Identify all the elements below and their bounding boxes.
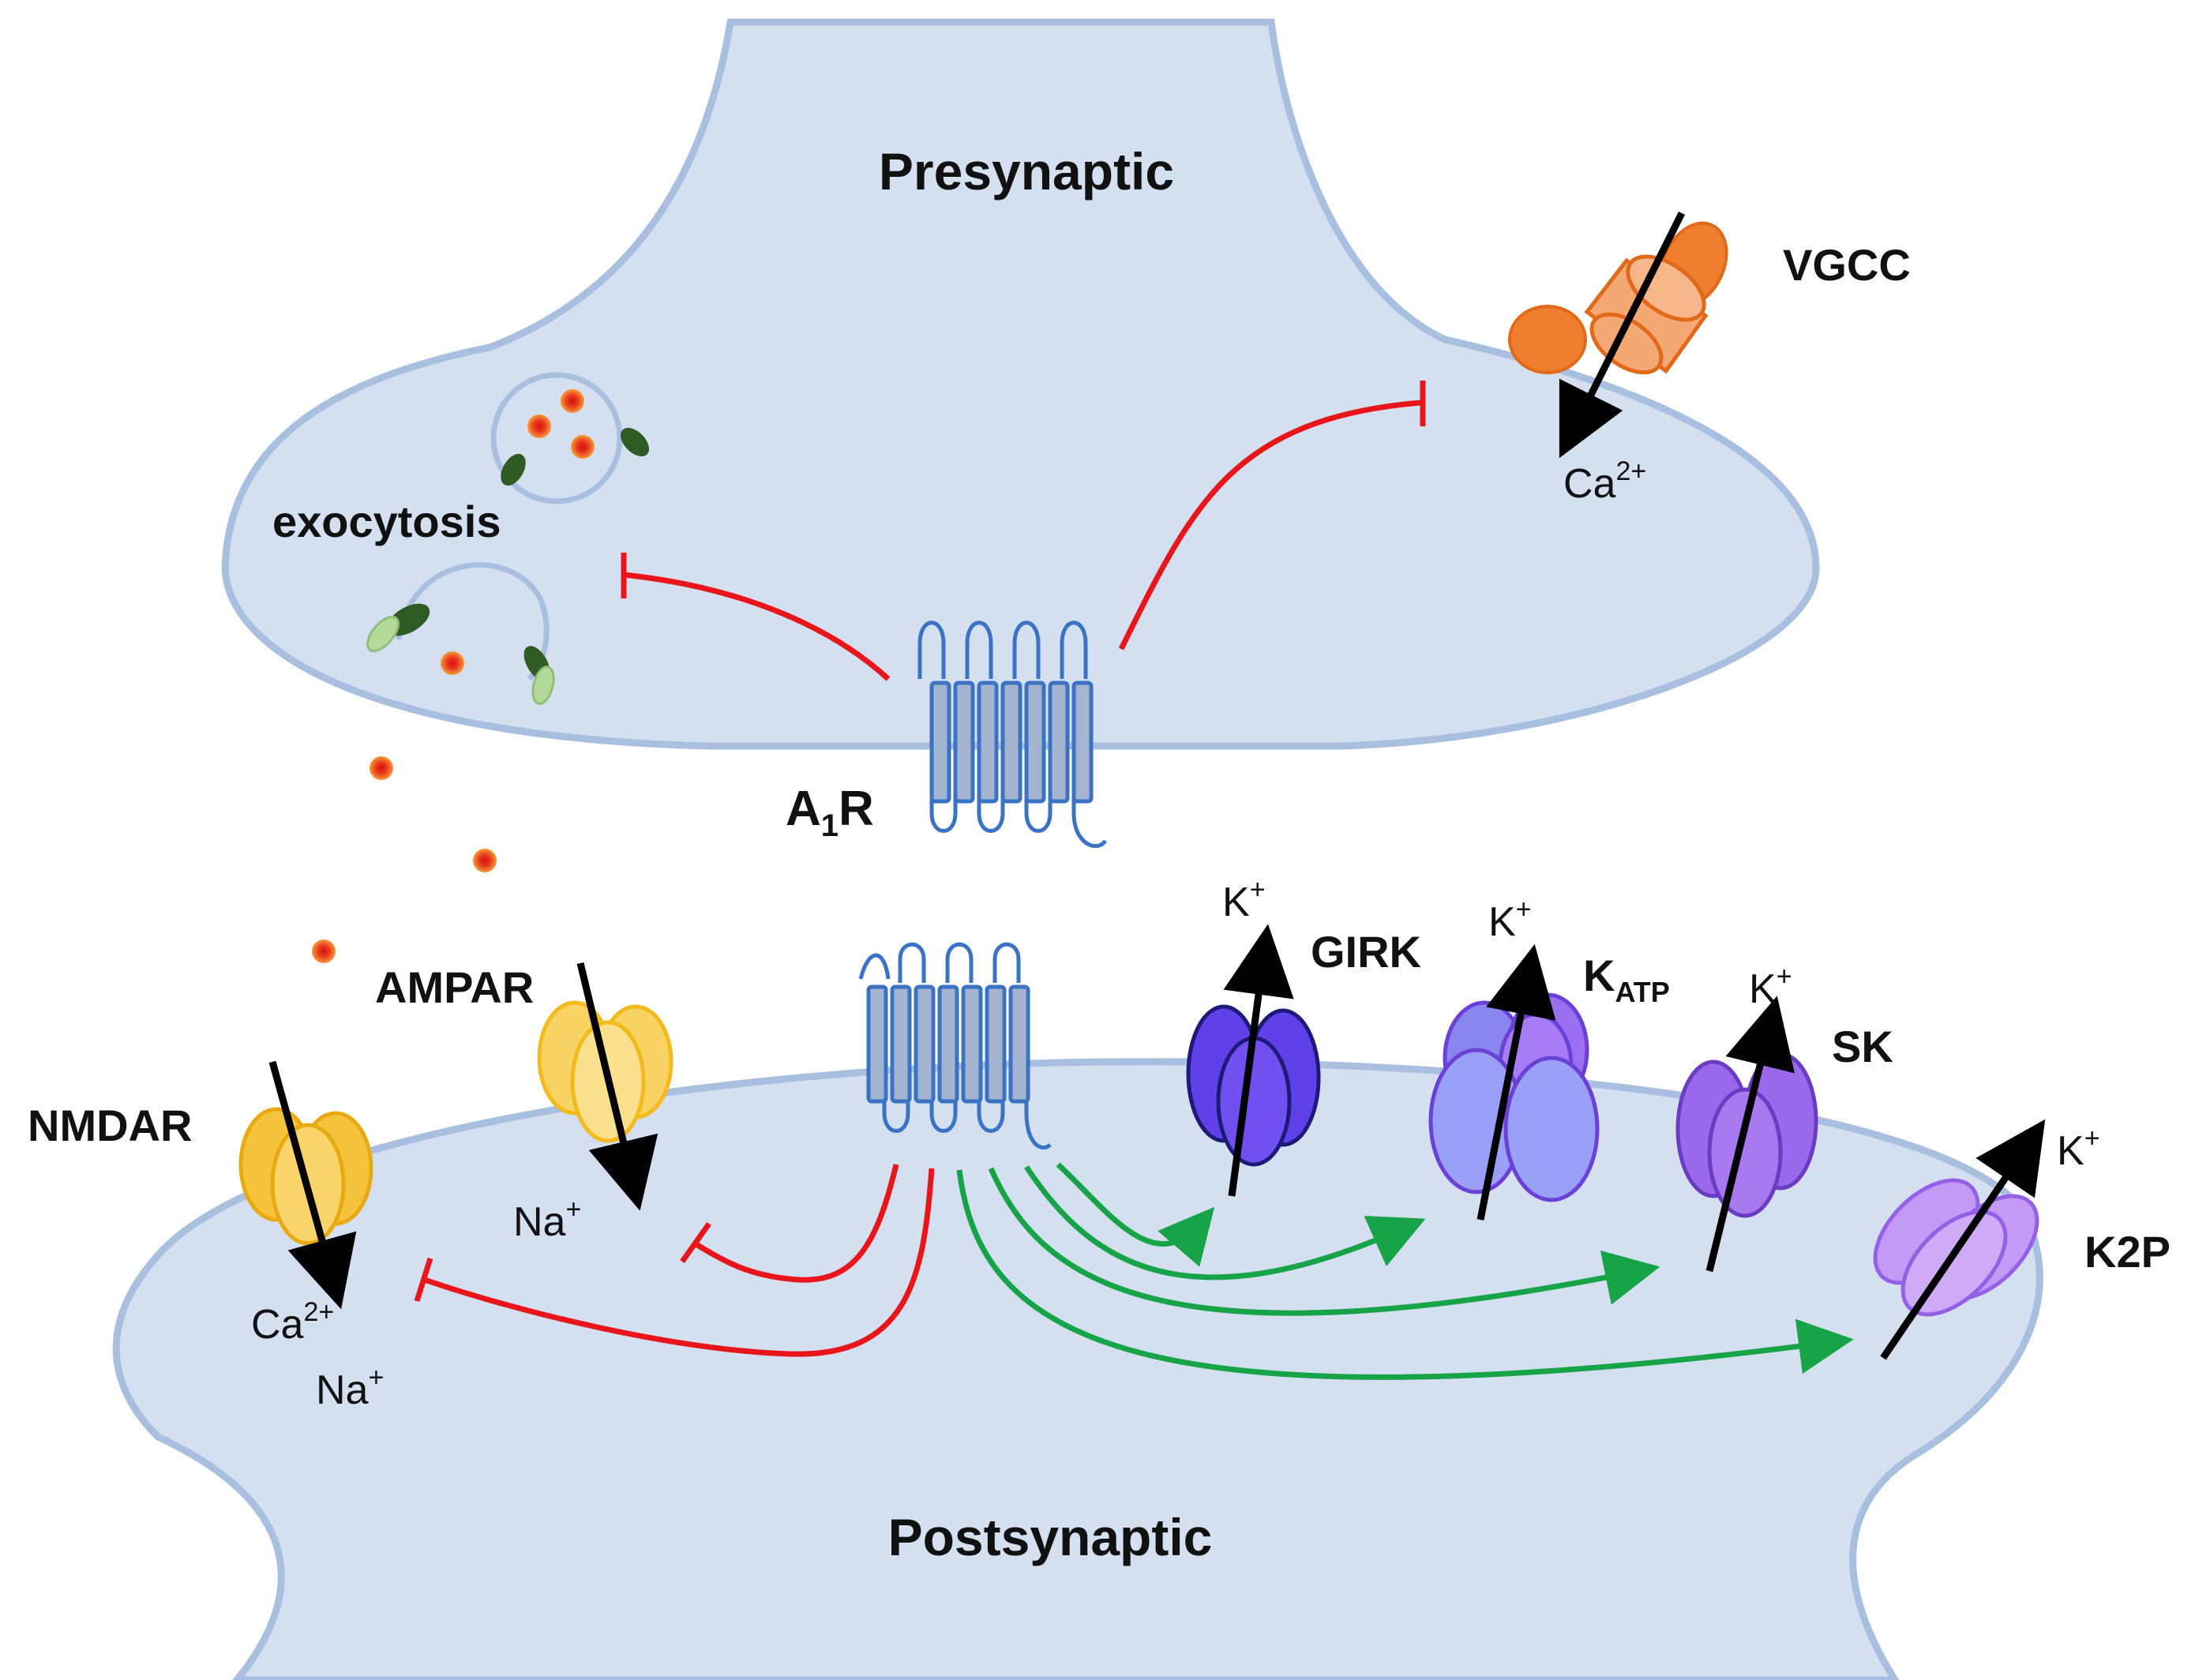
k2p-channel bbox=[1873, 1119, 2046, 1360]
nmdar-ion2-label: Na+ bbox=[316, 1363, 384, 1413]
girk-ion-label: K+ bbox=[1222, 875, 1266, 925]
inhibition-to-vgcc bbox=[1118, 399, 1422, 651]
exocytosis-label: exocytosis bbox=[272, 497, 501, 546]
k2p-label: K2P bbox=[2084, 1227, 2171, 1277]
fusing-vesicle bbox=[366, 562, 555, 705]
katp-channel bbox=[1428, 943, 1600, 1221]
ampar-arrow bbox=[576, 962, 658, 1211]
girk-channel bbox=[1186, 924, 1321, 1197]
transmitter-dot bbox=[370, 756, 393, 780]
sk-arrow bbox=[1705, 996, 1795, 1273]
katp-label: KATP bbox=[1583, 951, 1670, 1008]
a1r-receptor-presynaptic bbox=[917, 621, 1108, 849]
transmitter-dot bbox=[312, 939, 336, 963]
transmitter-dot bbox=[571, 435, 595, 459]
snare-protein bbox=[620, 427, 650, 457]
sk-label: SK bbox=[1832, 1022, 1893, 1071]
sk-channel bbox=[1675, 996, 1818, 1273]
inhibition-to-nmdar bbox=[421, 1168, 935, 1357]
katp-ion-label: K+ bbox=[1488, 894, 1532, 945]
activation-to-k2p bbox=[956, 1169, 1854, 1380]
katp-arrow bbox=[1476, 943, 1556, 1221]
snare-protein bbox=[366, 615, 400, 653]
k2p-arrow bbox=[1880, 1119, 2046, 1360]
a1r-receptor-postsynaptic bbox=[858, 942, 1052, 1150]
vgcc-ion-label: Ca2+ bbox=[1563, 456, 1646, 507]
activation-to-sk bbox=[988, 1167, 1660, 1316]
girk-arrow bbox=[1223, 924, 1294, 1197]
girk-label: GIRK bbox=[1311, 927, 1421, 977]
nmdar-arrow bbox=[268, 1060, 357, 1310]
ampar-label: AMPAR bbox=[375, 962, 534, 1012]
transmitter-dot bbox=[561, 389, 584, 413]
inhibition-bar bbox=[680, 1221, 711, 1264]
transmitter-dot bbox=[473, 849, 497, 872]
k2p-ion-label: K+ bbox=[2057, 1123, 2100, 1174]
nmdar-label: NMDAR bbox=[28, 1101, 192, 1150]
presynaptic-membrane bbox=[221, 18, 1820, 750]
ampar-ion-label: Na+ bbox=[513, 1194, 581, 1245]
sk-ion-label: K+ bbox=[1749, 962, 1792, 1012]
nmdar-channel bbox=[238, 1060, 373, 1310]
vgcc-arrow bbox=[1559, 211, 1686, 459]
postsynaptic-label: Postsynaptic bbox=[888, 1508, 1213, 1566]
inhibition-to-exocytosis bbox=[623, 572, 891, 681]
postsynaptic-membrane bbox=[112, 1058, 2043, 1680]
a1r-label: A1R bbox=[786, 782, 874, 843]
vgcc-label: VGCC bbox=[1783, 240, 1911, 290]
ampar-channel bbox=[537, 962, 674, 1211]
vesicle bbox=[490, 372, 650, 504]
snare-protein bbox=[531, 666, 555, 705]
vgcc-channel bbox=[1508, 211, 1728, 459]
activation-to-girk bbox=[1056, 1162, 1215, 1267]
snare-protein bbox=[501, 453, 526, 486]
transmitter-dot bbox=[441, 651, 464, 675]
inhibition-to-ampar bbox=[693, 1164, 899, 1283]
transmitter-dot bbox=[527, 414, 551, 438]
nmdar-ion1-label: Ca2+ bbox=[251, 1297, 334, 1348]
activation-to-katp bbox=[1024, 1165, 1426, 1281]
presynaptic-label: Presynaptic bbox=[879, 142, 1174, 201]
inhibition-bar bbox=[414, 1257, 433, 1303]
